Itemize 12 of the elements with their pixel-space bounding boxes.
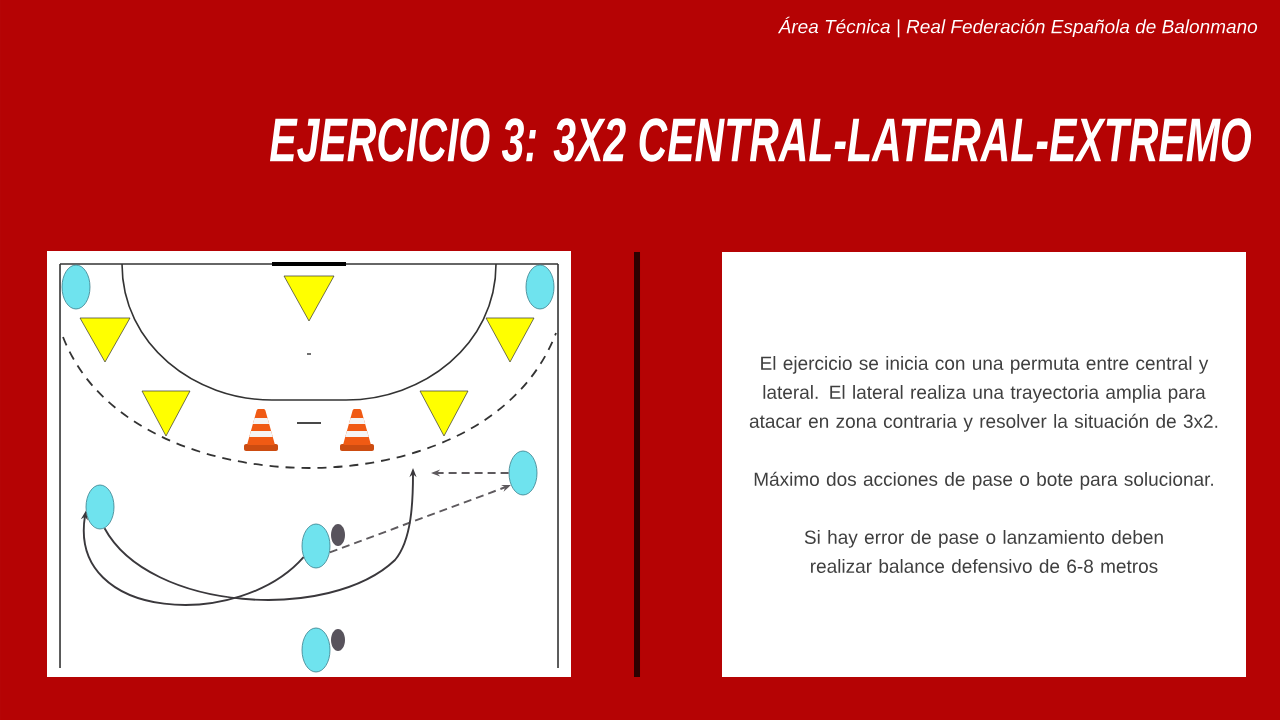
- header-text: Área Técnica | Real Federación Española de Balonmano: [777, 16, 1258, 38]
- player-marker: [61, 264, 91, 310]
- instruction-paragraph: El ejercicio se inicia con una permuta entre central y lateral. El lateral realiza una trayectoria amplia para atacar en zona contraria y resolver la situación de 3x2.: [749, 356, 1218, 432]
- player-marker: [301, 523, 331, 569]
- player-marker: [85, 484, 115, 530]
- player-marker: [301, 627, 331, 673]
- text-panel: [722, 252, 1246, 677]
- player-marker: [508, 450, 538, 496]
- player-marker: [525, 264, 555, 310]
- instruction-paragraph: Si hay error de pase o lanzamiento deben realizar balance defensivo de 6-8 metros: [804, 530, 1163, 573]
- slide-title: EJERCICIO 3: 3X2 CENTRAL-LATERAL-EXTREMO: [270, 118, 1252, 162]
- instruction-paragraph: Máximo dos acciones de pase o bote para solucionar.: [754, 471, 1213, 490]
